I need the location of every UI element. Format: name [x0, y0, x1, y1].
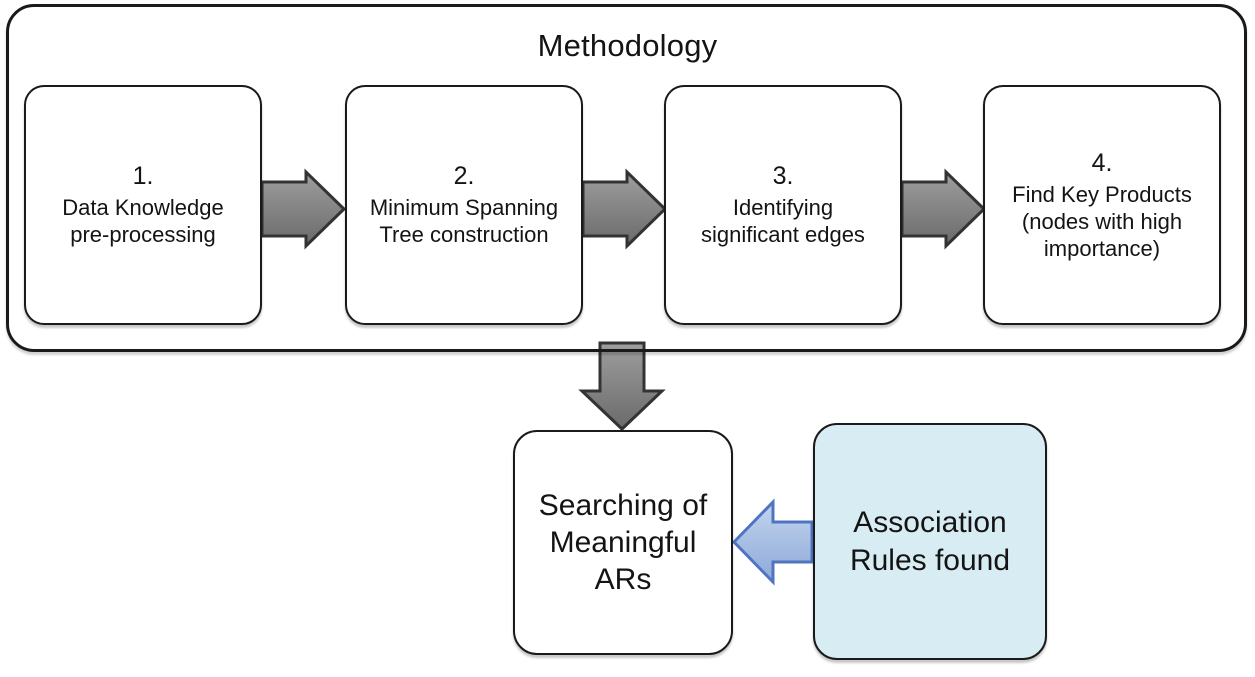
searching-box-text: Searching of Meaningful ARs — [539, 487, 707, 598]
step-1-number: 1. — [132, 162, 154, 190]
step-box-2: 2. Minimum Spanning Tree construction — [345, 85, 583, 325]
right-arrow-icon — [260, 168, 347, 250]
searching-line-2: Meaningful — [549, 526, 697, 559]
association-line-2: Rules found — [849, 543, 1011, 577]
step-4-text: 4. Find Key Products (nodes with high im… — [1012, 149, 1192, 262]
methodology-container — [6, 4, 1247, 352]
step-box-3: 3. Identifying significant edges — [664, 85, 902, 325]
step-2-text: 2. Minimum Spanning Tree construction — [370, 162, 558, 248]
step-4-line-1: Find Key Products — [1012, 181, 1192, 207]
step-1-text: 1. Data Knowledge pre-processing — [62, 162, 223, 248]
searching-line-3: ARs — [594, 563, 652, 596]
step-box-4: 4. Find Key Products (nodes with high im… — [983, 85, 1221, 325]
step-1-line-1: Data Knowledge — [62, 195, 224, 220]
step-1-line-2: pre-processing — [70, 222, 216, 247]
step-4-line-3: importance) — [1043, 235, 1161, 261]
association-rules-box: Association Rules found — [813, 423, 1047, 660]
methodology-title: Methodology — [537, 28, 718, 63]
step-2-line-1: Minimum Spanning — [369, 195, 559, 220]
right-arrow-icon — [900, 168, 987, 250]
association-box-text: Association Rules found — [850, 504, 1010, 580]
step-4-number: 4. — [1091, 148, 1113, 177]
left-arrow-icon — [731, 498, 814, 586]
step-4-line-2: (nodes with high — [1021, 208, 1183, 234]
right-arrow-icon — [581, 168, 668, 250]
step-2-number: 2. — [453, 162, 475, 190]
association-line-1: Association — [853, 505, 1007, 539]
step-3-line-2: significant edges — [701, 222, 865, 247]
step-3-text: 3. Identifying significant edges — [701, 162, 865, 248]
step-3-line-1: Identifying — [732, 195, 834, 220]
step-box-1: 1. Data Knowledge pre-processing — [24, 85, 262, 325]
step-2-line-2: Tree construction — [379, 222, 549, 247]
step-3-number: 3. — [772, 162, 794, 190]
searching-meaningful-ars-box: Searching of Meaningful ARs — [513, 430, 733, 655]
down-arrow-icon — [578, 341, 666, 432]
searching-line-1: Searching of — [538, 489, 708, 522]
